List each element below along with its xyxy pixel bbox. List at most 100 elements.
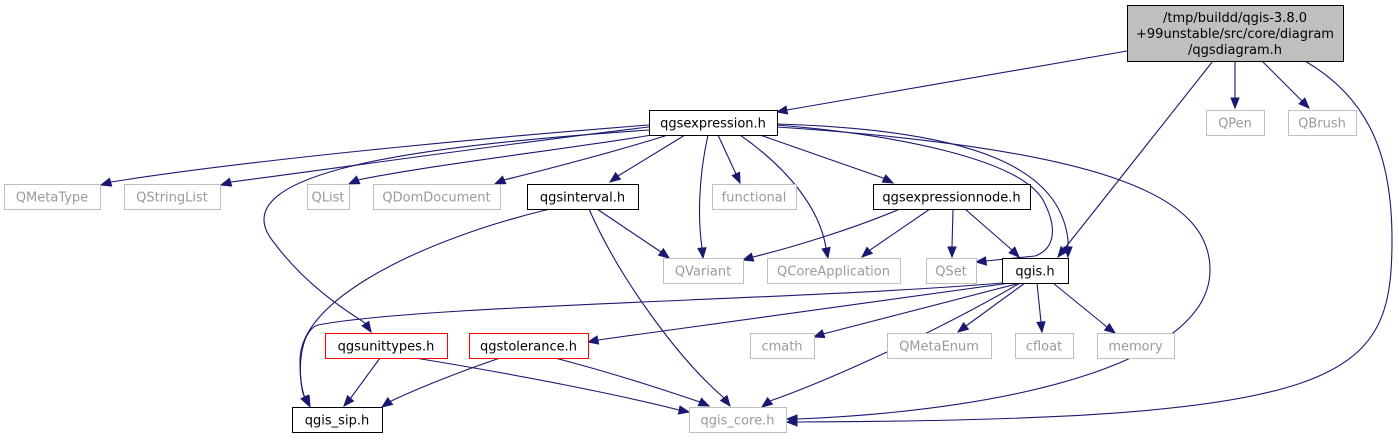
edge-line bbox=[100, 124, 650, 186]
node-QCoreApplication: QCoreApplication bbox=[767, 258, 901, 284]
edge-line bbox=[588, 208, 731, 407]
node-label: QBrush bbox=[1298, 117, 1346, 132]
arrowhead bbox=[974, 256, 987, 266]
node-QBrush: QBrush bbox=[1288, 110, 1357, 136]
node-label: /tmp/buildd/qgis-3.8.0 bbox=[1163, 11, 1307, 26]
node-label: QPen bbox=[1218, 117, 1252, 132]
node-label: qgsinterval.h bbox=[540, 191, 625, 206]
edge-qgsexpression-to-QVariant bbox=[697, 134, 709, 260]
node-QSet: QSet bbox=[926, 258, 977, 284]
node-qgis_sip[interactable]: qgis_sip.h bbox=[292, 407, 383, 433]
node-qgsunittypes[interactable]: qgsunittypes.h bbox=[325, 333, 448, 359]
node-QStringList: QStringList bbox=[124, 184, 221, 210]
arrowhead bbox=[657, 247, 671, 259]
edge-qgsinterval-to-qgis_core bbox=[588, 208, 731, 408]
node-qgsexpression[interactable]: qgsexpression.h bbox=[649, 110, 778, 136]
node-label: qgsexpression.h bbox=[660, 117, 766, 132]
node-QMetaType: QMetaType bbox=[4, 184, 101, 210]
edge-line bbox=[787, 60, 1393, 423]
edge-line bbox=[299, 208, 551, 407]
arrowhead bbox=[361, 320, 372, 334]
node-qgis[interactable]: qgis.h bbox=[1002, 258, 1069, 284]
node-box bbox=[1288, 110, 1357, 136]
arrowhead bbox=[956, 321, 970, 333]
edge-line bbox=[263, 129, 650, 333]
edge-qgsexpression-to-QStringList bbox=[219, 126, 650, 187]
node-qgstolerance[interactable]: qgstolerance.h bbox=[469, 333, 589, 359]
node-box bbox=[649, 110, 778, 136]
edge-line bbox=[964, 208, 1020, 258]
node-box bbox=[1127, 5, 1344, 62]
edge-root-to-QBrush bbox=[1261, 60, 1310, 109]
edge-qgis-to-QMetaEnum bbox=[956, 282, 1026, 333]
node-box bbox=[527, 184, 639, 210]
edge-qgsexpressionnode-to-QCoreApplication bbox=[860, 208, 931, 258]
edge-root-to-qgis bbox=[1057, 60, 1214, 259]
edge-qgsunittypes-to-qgis_sip bbox=[343, 357, 381, 408]
node-QDomDocument: QDomDocument bbox=[373, 184, 501, 210]
node-root[interactable]: /tmp/buildd/qgis-3.8.0+99unstable/src/co… bbox=[1127, 5, 1344, 62]
edge-qgsexpression-to-QMetaType bbox=[99, 124, 650, 187]
arrowhead bbox=[608, 171, 622, 183]
node-box bbox=[124, 184, 221, 210]
edge-qgis-to-cmath bbox=[812, 282, 1021, 339]
node-box bbox=[469, 333, 589, 359]
arrowhead bbox=[380, 397, 394, 408]
node-box bbox=[307, 184, 350, 210]
node-box bbox=[1002, 258, 1069, 284]
edge-line bbox=[414, 357, 690, 413]
arrowhead bbox=[99, 177, 113, 187]
edge-line bbox=[698, 134, 709, 259]
node-box bbox=[663, 258, 744, 284]
arrowhead bbox=[1057, 245, 1069, 259]
node-box bbox=[325, 333, 448, 359]
edge-layer bbox=[99, 50, 1393, 427]
node-label: QList bbox=[312, 191, 345, 206]
edge-line bbox=[759, 134, 894, 184]
edge-qgis-to-memory bbox=[1052, 282, 1117, 334]
node-label: qgis_sip.h bbox=[305, 414, 369, 429]
arrowhead bbox=[775, 105, 789, 115]
node-box bbox=[1015, 333, 1074, 359]
edge-line bbox=[609, 134, 686, 183]
edge-qgsinterval-to-qgis_sip bbox=[299, 208, 551, 408]
edge-line bbox=[1057, 60, 1214, 258]
arrowhead bbox=[586, 335, 600, 345]
node-box bbox=[873, 184, 1031, 210]
arrowhead bbox=[760, 396, 774, 408]
edge-qgsexpression-to-QList bbox=[347, 134, 653, 185]
node-label: qgsexpressionnode.h bbox=[882, 191, 1020, 206]
arrowhead bbox=[881, 174, 895, 184]
node-box bbox=[1097, 333, 1175, 359]
edge-qgsexpression-to-functional bbox=[717, 134, 741, 185]
edge-line bbox=[1052, 282, 1116, 334]
edge-qgsexpression-to-qgis_core bbox=[776, 126, 1211, 424]
node-label: cfloat bbox=[1026, 340, 1062, 355]
node-QPen: QPen bbox=[1206, 110, 1265, 136]
arrowhead bbox=[741, 252, 755, 262]
edge-line bbox=[596, 208, 670, 259]
edge-line bbox=[554, 357, 710, 407]
node-label: functional bbox=[722, 191, 787, 206]
node-qgsexpressionnode[interactable]: qgsexpressionnode.h bbox=[873, 184, 1031, 210]
edge-line bbox=[776, 124, 1053, 263]
arrowhead bbox=[1063, 246, 1073, 259]
node-qgsinterval[interactable]: qgsinterval.h bbox=[527, 184, 639, 210]
node-label: QStringList bbox=[136, 191, 208, 206]
node-box bbox=[1206, 110, 1265, 136]
arrowhead bbox=[677, 405, 691, 415]
node-box bbox=[373, 184, 501, 210]
edge-qgsexpression-to-qgis bbox=[776, 123, 1073, 259]
arrowhead bbox=[719, 394, 731, 408]
edge-line bbox=[381, 357, 501, 408]
node-label: QSet bbox=[935, 265, 967, 280]
edge-line bbox=[742, 208, 901, 261]
node-label: QMetaType bbox=[16, 191, 88, 206]
arrowhead bbox=[300, 394, 310, 408]
node-memory: memory bbox=[1097, 333, 1175, 359]
arrowhead bbox=[947, 246, 957, 259]
node-cfloat: cfloat bbox=[1015, 333, 1074, 359]
node-label: qgstolerance.h bbox=[480, 340, 577, 355]
node-layer: /tmp/buildd/qgis-3.8.0+99unstable/src/co… bbox=[4, 5, 1357, 433]
